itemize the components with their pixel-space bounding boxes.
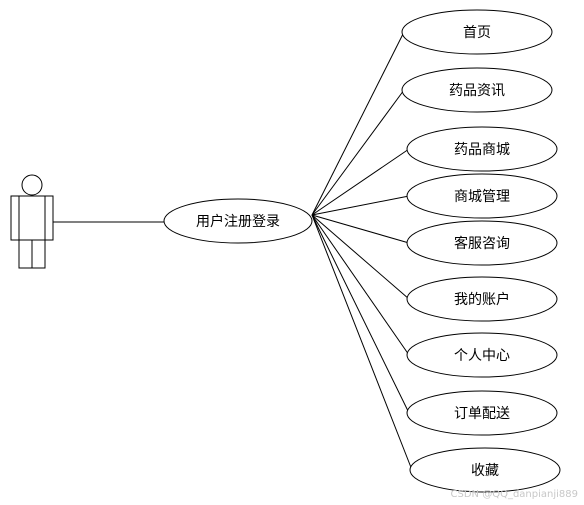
actor-figure (10, 174, 54, 269)
actor-torso-inner (18, 195, 46, 241)
use-case-label: 商城管理 (454, 189, 510, 205)
association-line-favorites (311, 214, 413, 471)
use-case-order-delivery[interactable]: 订单配送 (406, 390, 558, 436)
actor-head (21, 174, 43, 196)
use-case-ellipse (406, 276, 558, 322)
central-ellipse (163, 198, 313, 244)
central-label: 用户注册登录 (196, 213, 280, 230)
use-case-label: 我的账户 (454, 291, 510, 308)
use-case-ellipse (406, 126, 558, 172)
use-case-label: 药品商城 (454, 142, 510, 158)
use-case-label: 个人中心 (454, 348, 510, 364)
use-case-my-account[interactable]: 我的账户 (406, 276, 558, 322)
use-case-label: 药品资讯 (449, 83, 505, 99)
use-case-ellipse (401, 9, 553, 55)
association-line-personal-center (311, 214, 410, 356)
use-case-customer-service[interactable]: 客服咨询 (406, 220, 558, 266)
association-line-my-account (311, 214, 410, 300)
use-case-label: 客服咨询 (454, 235, 510, 252)
use-case-ellipse (406, 390, 558, 436)
association-line-customer-service (311, 214, 410, 244)
association-lines (53, 31, 413, 471)
use-case-ellipse (406, 220, 558, 266)
use-case-label: 收藏 (471, 463, 499, 479)
use-case-label: 订单配送 (454, 406, 510, 422)
use-case-ellipse (406, 332, 558, 378)
association-line-homepage (311, 31, 405, 216)
watermark-text: CSDN @QQ_danpianji889 (451, 489, 578, 500)
use-case-homepage[interactable]: 首页 (401, 9, 553, 55)
use-case-mall-management[interactable]: 商城管理 (406, 173, 558, 219)
association-line-drug-mall (311, 148, 410, 216)
use-case-drug-info[interactable]: 药品资讯 (401, 67, 553, 113)
use-case-drug-mall[interactable]: 药品商城 (406, 126, 558, 172)
association-line-drug-info (311, 89, 405, 216)
use-case-ellipse (401, 67, 553, 113)
association-line-order-delivery (311, 214, 410, 414)
use-case-personal-center[interactable]: 个人中心 (406, 332, 558, 378)
use-case-register-login[interactable]: 用户注册登录 (163, 198, 313, 244)
use-case-label: 首页 (463, 25, 491, 41)
use-case-favorites[interactable]: 收藏 (409, 447, 561, 493)
use-case-ellipse (409, 447, 561, 493)
use-case-ellipse (406, 173, 558, 219)
association-line-mall-management (311, 195, 410, 216)
